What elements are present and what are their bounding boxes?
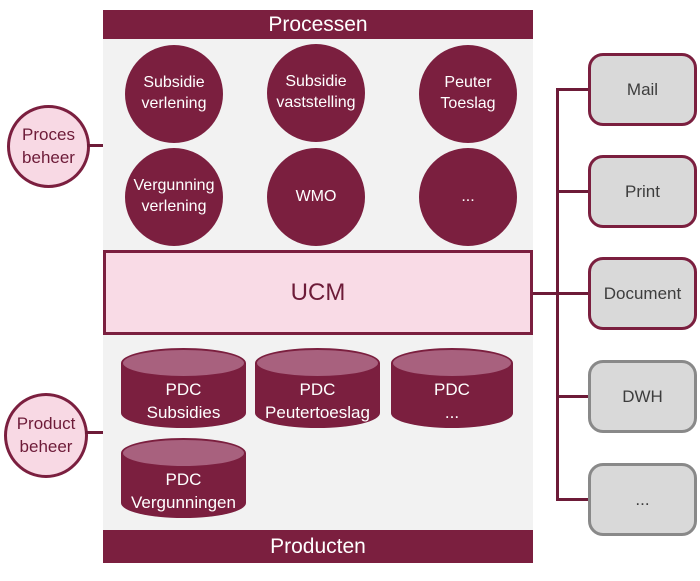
connector-line-mail (556, 88, 588, 91)
process-circle-label: Vergunning verlening (133, 177, 215, 215)
process-circle-label: Subsidie verlening (141, 74, 207, 112)
process-circle-label: WMO (295, 187, 337, 205)
process-circle-label: Peuter Toeslag (440, 74, 496, 112)
product-beheer-bubble: Product beheer (4, 393, 88, 478)
process-circle-peuter-toeslag: Peuter Toeslag (419, 45, 517, 143)
pdc-cylinder-vergunningen: PDC Vergunningen (121, 438, 246, 518)
processen-title: Processen (268, 12, 368, 36)
proces-beheer-label: Proces beheer (22, 125, 75, 167)
process-circle-subsidie-verlening: Subsidie verlening (125, 45, 223, 143)
connector-line-product-beheer (85, 431, 104, 434)
pdc-cylinder-more: PDC ... (391, 348, 513, 428)
channel-box-more: ... (588, 463, 697, 536)
proces-beheer-bubble: Proces beheer (7, 105, 90, 188)
ucm-label: UCM (290, 278, 346, 306)
channel-box-mail: Mail (588, 53, 697, 126)
channel-label: ... (635, 489, 650, 509)
process-circle-wmo: WMO (267, 148, 365, 246)
product-beheer-label: Product beheer (16, 414, 76, 456)
pdc-cylinder-peutertoeslag: PDC Peutertoeslag (255, 348, 380, 428)
processen-header-bar: Processen (103, 10, 533, 39)
process-circle-more: ... (419, 148, 517, 246)
channel-box-document: Document (588, 257, 697, 330)
cylinder-label: PDC Subsidies (146, 380, 221, 422)
channel-label: DWH (622, 386, 663, 406)
channel-label: Mail (626, 79, 659, 99)
cylinder-top (121, 438, 246, 468)
channel-box-print: Print (588, 155, 697, 228)
process-circle-label: ... (461, 187, 475, 205)
channel-box-dwh: DWH (588, 360, 697, 433)
process-circle-vergunning-verlening: Vergunning verlening (125, 148, 223, 246)
connector-line-ucm-document (533, 292, 588, 295)
connector-line-dwh (556, 395, 588, 398)
ucm-bar: UCM (103, 250, 533, 335)
cylinder-label: PDC ... (434, 380, 470, 422)
cylinder-top (121, 348, 246, 378)
channel-label: Print (625, 181, 660, 201)
producten-footer-bar: Producten (103, 530, 533, 563)
pdc-cylinder-subsidies: PDC Subsidies (121, 348, 246, 428)
cylinder-top (255, 348, 380, 378)
process-product-panel: Processen Subsidie verlening Subsidie va… (103, 10, 533, 563)
channel-label: Document (603, 283, 682, 303)
connector-line-proces-beheer (87, 144, 104, 147)
connector-line-more (556, 498, 588, 501)
process-circle-subsidie-vaststelling: Subsidie vaststelling (267, 44, 365, 142)
cylinder-label: PDC Peutertoeslag (265, 380, 370, 422)
cylinder-label: PDC Vergunningen (131, 470, 236, 512)
producten-title: Producten (270, 534, 366, 558)
connector-line-vertical (556, 88, 559, 501)
cylinder-top (391, 348, 513, 378)
connector-line-print (556, 190, 588, 193)
process-circle-label: Subsidie vaststelling (276, 73, 356, 111)
